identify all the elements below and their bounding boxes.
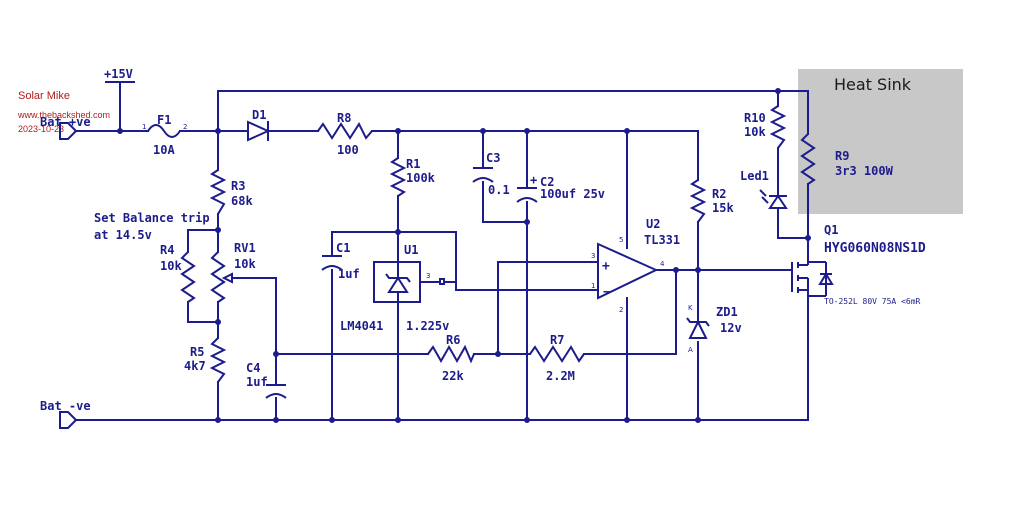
f1-value: 10A xyxy=(153,143,175,157)
diode-d1: D1 xyxy=(247,108,272,142)
svg-text:A: A xyxy=(688,346,693,354)
resistor-r4: R4 10k xyxy=(160,243,196,303)
mosfet-spec: TO-252L 80V 75A <6mR xyxy=(824,297,921,306)
junctions xyxy=(117,88,811,423)
r10-ref: R10 xyxy=(744,111,766,125)
resistor-r6: R6 22k xyxy=(427,333,475,383)
led1: Led1 xyxy=(740,158,788,212)
svg-text:+: + xyxy=(602,259,610,274)
r9-ref: R9 xyxy=(835,149,849,163)
rv1-ref: RV1 xyxy=(234,241,256,255)
c4-value: 1uf xyxy=(246,375,268,389)
svg-text:3: 3 xyxy=(426,272,430,280)
date-credit: 2023-10-23 xyxy=(18,124,64,134)
r4-value: 10k xyxy=(160,259,182,273)
fuse-f1: F1 10A 1 2 xyxy=(142,113,187,157)
capacitor-c2: + C2 100uf 25v xyxy=(516,173,605,203)
c3-value: 0.1 xyxy=(488,183,510,197)
rv1-value: 10k xyxy=(234,257,256,271)
r6-ref: R6 xyxy=(446,333,460,347)
website-credit: www.thebackshed.com xyxy=(17,110,110,120)
svg-text:2: 2 xyxy=(619,306,623,314)
resistor-r9: R9 3r3 100W xyxy=(800,133,894,185)
resistor-r2: R2 15k xyxy=(689,179,734,223)
resistor-r7: R7 2.2M xyxy=(529,333,585,383)
r7-value: 2.2M xyxy=(546,369,575,383)
capacitor-c4: C4 1uf xyxy=(246,361,287,399)
c4-ref: C4 xyxy=(246,361,260,375)
balance-note-line1: Set Balance trip xyxy=(94,211,210,225)
q1-value: HYG060N08NS1D xyxy=(824,241,926,256)
c2-value: 100uf 25v xyxy=(540,187,605,201)
u2-ref: U2 xyxy=(646,217,660,231)
r4-ref: R4 xyxy=(160,243,174,257)
r3-ref: R3 xyxy=(231,179,245,193)
v15-label: +15V xyxy=(104,67,133,81)
led1-ref: Led1 xyxy=(740,169,769,183)
bat-neg-label: Bat -ve xyxy=(40,399,91,413)
u2-part: TL331 xyxy=(644,233,680,247)
d1-ref: D1 xyxy=(252,108,266,122)
r1-value: 100k xyxy=(406,171,436,185)
bat-pos-label: Bat +ve xyxy=(40,115,91,129)
resistor-r8: R8 100 xyxy=(317,111,373,157)
u1-ref: U1 xyxy=(404,243,418,257)
r3-value: 68k xyxy=(231,194,253,208)
comparator-u2: + − 3 1 5 2 4 U2 TL331 xyxy=(591,217,680,314)
svg-text:1: 1 xyxy=(591,282,595,290)
r8-value: 100 xyxy=(337,143,359,157)
c2-ref: C2 xyxy=(540,175,554,189)
mosfet-q1: Q1 HYG060N08NS1D TO-252L 80V 75A <6mR xyxy=(791,223,926,306)
resistor-r1: R1 100k xyxy=(389,157,436,197)
zener-zd1: K A ZD1 12v xyxy=(686,304,742,354)
bat-neg-terminal: Bat -ve xyxy=(40,399,91,429)
capacitor-c3: C3 0.1 xyxy=(472,151,510,197)
svg-text:2: 2 xyxy=(183,123,187,131)
heat-sink-region xyxy=(798,69,963,214)
zd1-value: 12v xyxy=(720,321,742,335)
r7-ref: R7 xyxy=(550,333,564,347)
q1-ref: Q1 xyxy=(824,223,838,237)
reference-u1: U1 3 LM4041 1.225v xyxy=(340,243,449,333)
r8-ref: R8 xyxy=(337,111,351,125)
resistor-r5: R5 4k7 xyxy=(184,337,227,383)
author-credit: Solar Mike xyxy=(18,90,70,102)
svg-text:+: + xyxy=(530,173,537,187)
u1-voltage: 1.225v xyxy=(406,319,449,333)
u1-part: LM4041 xyxy=(340,319,383,333)
capacitor-c1: C1 1uf xyxy=(321,241,360,281)
svg-text:5: 5 xyxy=(619,236,623,244)
resistor-r3: R3 68k xyxy=(209,169,253,215)
r6-value: 22k xyxy=(442,369,464,383)
potentiometer-rv1: RV1 10k xyxy=(210,241,256,303)
heat-sink-label: Heat Sink xyxy=(834,75,912,94)
c1-value: 1uf xyxy=(338,267,360,281)
wires xyxy=(75,81,809,421)
c1-ref: C1 xyxy=(336,241,350,255)
zd1-ref: ZD1 xyxy=(716,305,738,319)
r5-value: 4k7 xyxy=(184,359,206,373)
resistor-r10: R10 10k xyxy=(744,105,787,149)
c3-ref: C3 xyxy=(486,151,500,165)
bat-pos-terminal: Bat +ve xyxy=(40,115,91,140)
svg-text:1: 1 xyxy=(142,123,146,131)
r2-value: 15k xyxy=(712,201,734,215)
r2-ref: R2 xyxy=(712,187,726,201)
balance-note-line2: at 14.5v xyxy=(94,228,152,242)
svg-text:3: 3 xyxy=(591,252,595,260)
svg-text:−: − xyxy=(603,285,611,300)
r1-ref: R1 xyxy=(406,157,420,171)
r9-value: 3r3 100W xyxy=(835,164,894,178)
r5-ref: R5 xyxy=(190,345,204,359)
svg-text:4: 4 xyxy=(660,260,665,268)
svg-text:K: K xyxy=(688,304,693,312)
r10-value: 10k xyxy=(744,125,766,139)
f1-ref: F1 xyxy=(157,113,171,127)
